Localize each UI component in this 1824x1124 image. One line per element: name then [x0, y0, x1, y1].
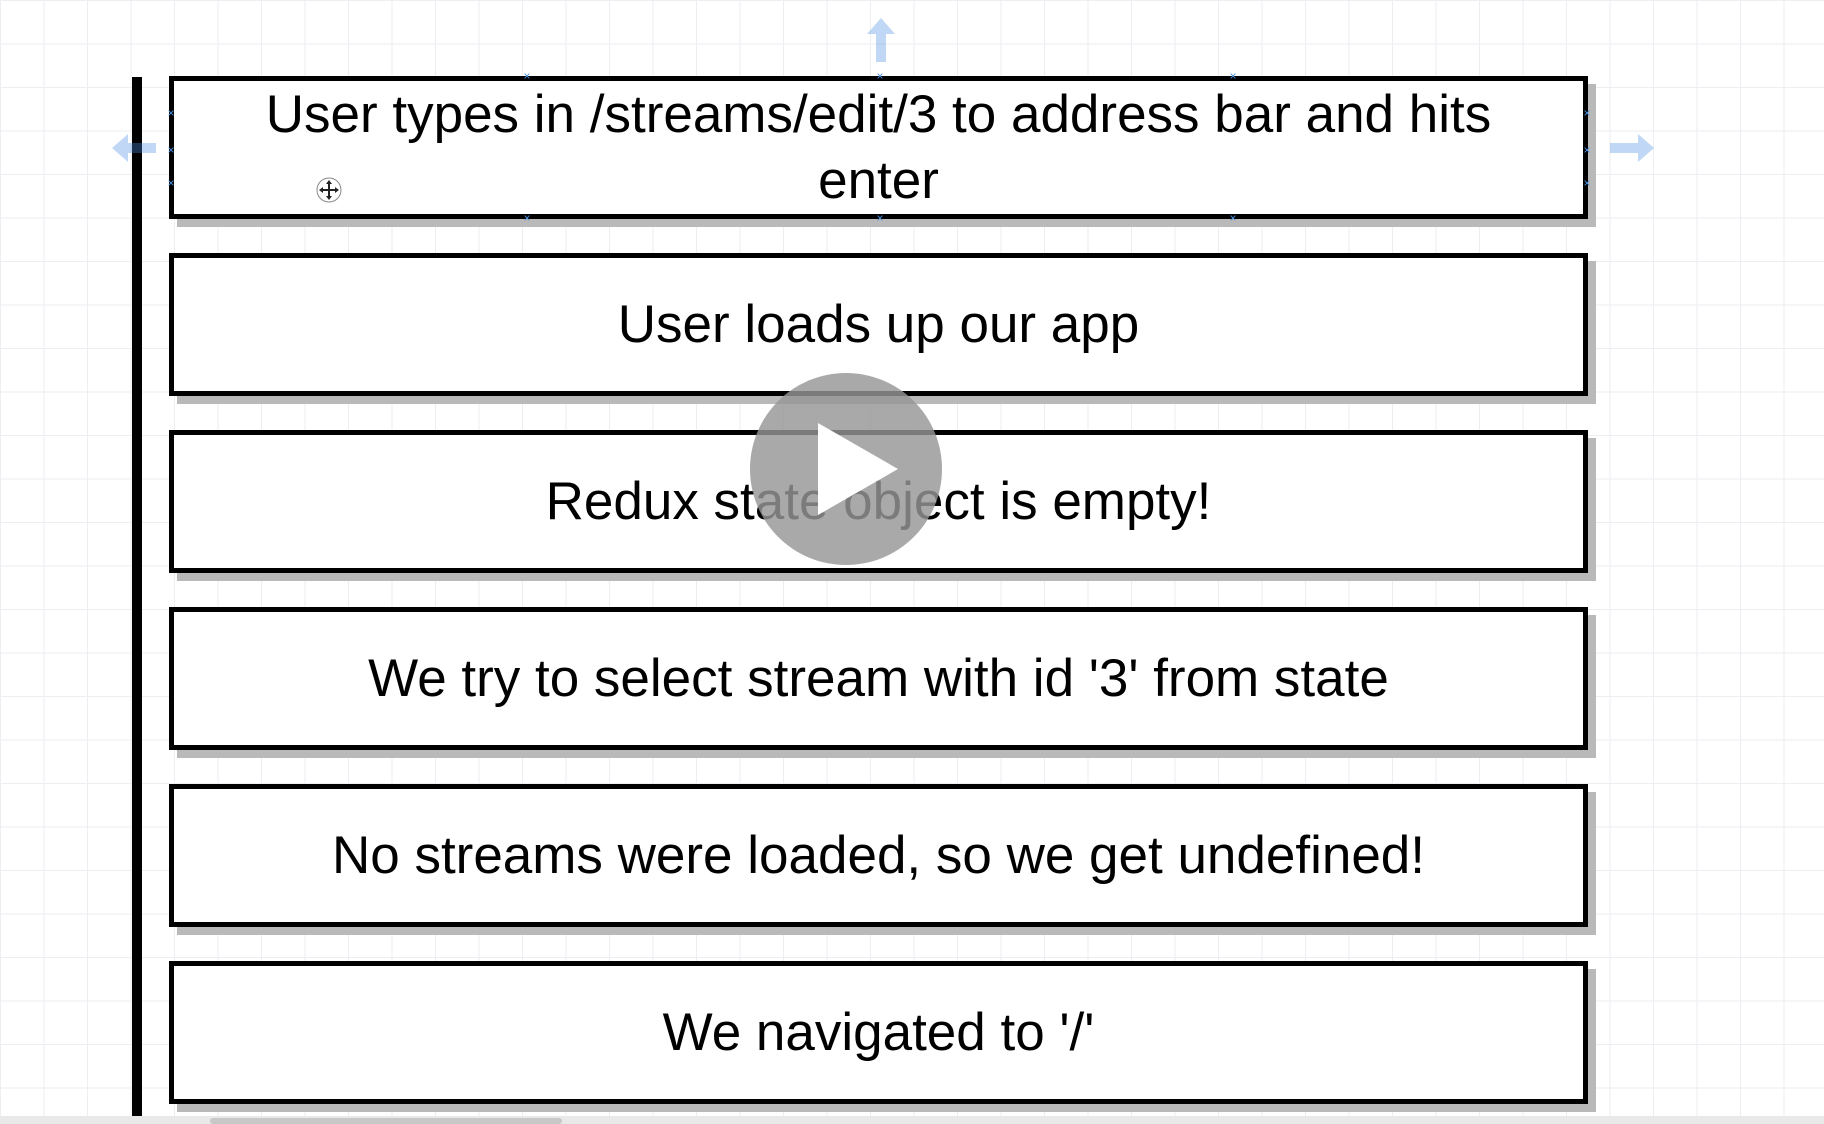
step-text-6: We navigated to '/'	[662, 1002, 1095, 1062]
step-box-6[interactable]: We navigated to '/'	[169, 961, 1588, 1104]
step-box-1[interactable]: User types in /streams/edit/3 to address…	[169, 76, 1588, 219]
step-box-2[interactable]: User loads up our app	[169, 253, 1588, 396]
step-box-5[interactable]: No streams were loaded, so we get undefi…	[169, 784, 1588, 927]
step-text-4: We try to select stream with id '3' from…	[368, 648, 1389, 708]
selection-handle[interactable]: ×	[1229, 69, 1237, 83]
move-cursor-icon	[316, 177, 342, 203]
selection-handle[interactable]: ×	[1583, 106, 1591, 120]
selection-handle[interactable]: ×	[167, 176, 175, 190]
step-text-2: User loads up our app	[617, 294, 1140, 354]
play-icon	[818, 423, 898, 515]
selection-handle[interactable]: ×	[167, 143, 175, 157]
arrow-left-icon[interactable]	[112, 134, 156, 162]
horizontal-scrollbar-track[interactable]	[0, 1116, 1824, 1124]
selection-handle[interactable]: ×	[523, 211, 531, 225]
selection-handle[interactable]: ×	[1583, 143, 1591, 157]
selection-handle[interactable]: ×	[1229, 211, 1237, 225]
selection-handle[interactable]: ×	[167, 106, 175, 120]
horizontal-scrollbar-thumb[interactable]	[210, 1118, 562, 1124]
step-box-4[interactable]: We try to select stream with id '3' from…	[169, 607, 1588, 750]
step-text-1: User types in /streams/edit/3 to address…	[265, 84, 1492, 210]
selection-handle[interactable]: ×	[876, 211, 884, 225]
selection-handle[interactable]: ×	[1583, 176, 1591, 190]
selection-handle[interactable]: ×	[876, 69, 884, 83]
step-text-5: No streams were loaded, so we get undefi…	[331, 825, 1426, 885]
selection-handle[interactable]: ×	[523, 69, 531, 83]
timeline-bar	[132, 77, 142, 1117]
arrow-up-icon[interactable]	[867, 18, 895, 62]
play-button[interactable]	[750, 373, 942, 565]
arrow-right-icon[interactable]	[1610, 134, 1654, 162]
